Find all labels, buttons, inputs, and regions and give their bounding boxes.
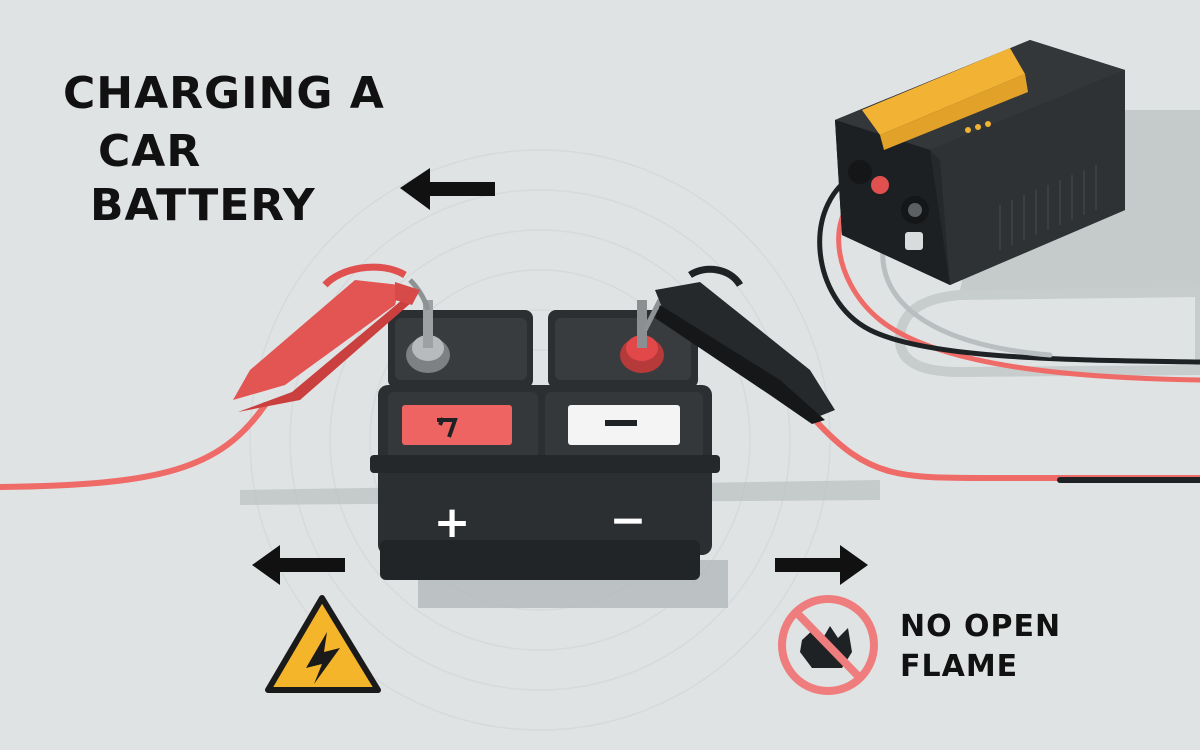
black-cable-to-charger — [817, 169, 1200, 365]
high-voltage-warning-icon — [265, 595, 381, 693]
car-battery: + − — [370, 300, 720, 580]
negative-terminal-symbol: − — [610, 495, 647, 546]
red-cable-left — [0, 402, 268, 490]
title-line-1: CHARGING A — [63, 68, 385, 119]
red-cable-to-charger-a — [812, 417, 1200, 482]
title-line-3: BATTERY — [90, 180, 316, 231]
grey-cable — [880, 232, 1053, 358]
cables — [0, 169, 1200, 490]
title-line-2: CAR — [98, 126, 202, 177]
arrow-right-icon — [775, 545, 868, 585]
battery-charger — [835, 40, 1125, 285]
red-clamp — [233, 263, 431, 412]
black-clamp — [642, 265, 835, 424]
no-open-flame-icon — [778, 595, 878, 695]
positive-terminal-symbol: + — [434, 497, 471, 548]
warning-line-2: FLAME — [900, 649, 1019, 684]
warning-line-1: NO OPEN — [900, 609, 1062, 644]
arrow-left-icon — [252, 545, 345, 585]
arrow-left-icon — [400, 168, 495, 210]
